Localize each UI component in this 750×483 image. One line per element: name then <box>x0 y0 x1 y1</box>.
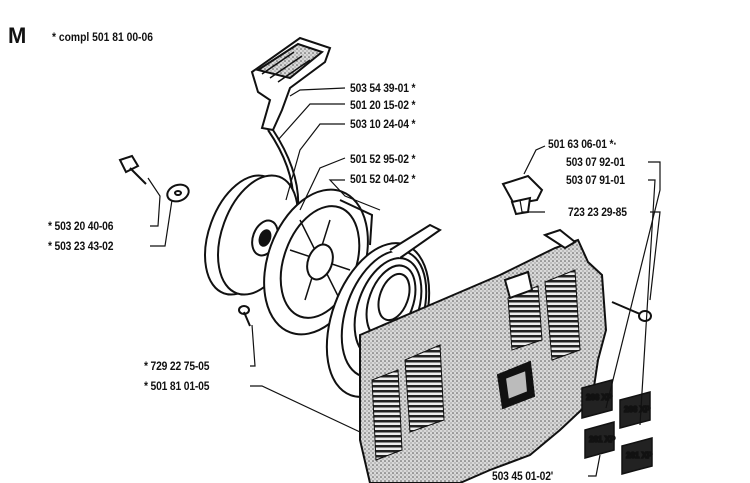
decal-text-4: 261 XP <box>626 451 653 460</box>
plug <box>501 174 544 216</box>
decals: 266 XP 266 XP 261 XP 261 XP <box>581 379 654 475</box>
label-bolt-a: * 729 22 75-05 <box>144 359 210 373</box>
label-plug: 501 63 06-01 *‧ <box>548 137 617 151</box>
label-bolt-b: * 501 81 01-05 <box>144 379 210 393</box>
label-cord-a: 501 20 15-02 * <box>350 98 416 112</box>
decal-text-1: 266 XP <box>586 393 613 402</box>
label-screw-washer-b: * 503 23 43-02 <box>48 239 114 253</box>
screw-and-washer <box>118 154 190 203</box>
label-screw: 723 23 29-85 <box>568 205 627 219</box>
label-handle: 503 54 39-01 * <box>350 81 416 95</box>
cover-screw <box>611 301 652 322</box>
label-cord-b: 503 10 24-04 * <box>350 117 416 131</box>
label-screw-washer-a: * 503 20 40-06 <box>48 219 114 233</box>
starter-cover <box>359 228 608 483</box>
label-pulley-b: 501 52 04-02 * <box>350 172 416 186</box>
starter-handle <box>250 36 332 132</box>
label-decal-b: 503 07 91-01 <box>566 173 625 187</box>
label-decal-a: 503 07 92-01 <box>566 155 625 169</box>
label-pulley-a: 501 52 95-02 * <box>350 152 416 166</box>
decal-text-3: 261 XP <box>589 435 616 444</box>
section-note: * compl 501 81 00-06 <box>52 30 153 44</box>
section-letter: M <box>8 23 27 48</box>
leader-lines <box>147 87 661 477</box>
label-decal-c: 503 45 01-02' <box>492 469 554 483</box>
bolt <box>238 305 251 327</box>
decal-text-2: 266 XP <box>624 405 651 414</box>
